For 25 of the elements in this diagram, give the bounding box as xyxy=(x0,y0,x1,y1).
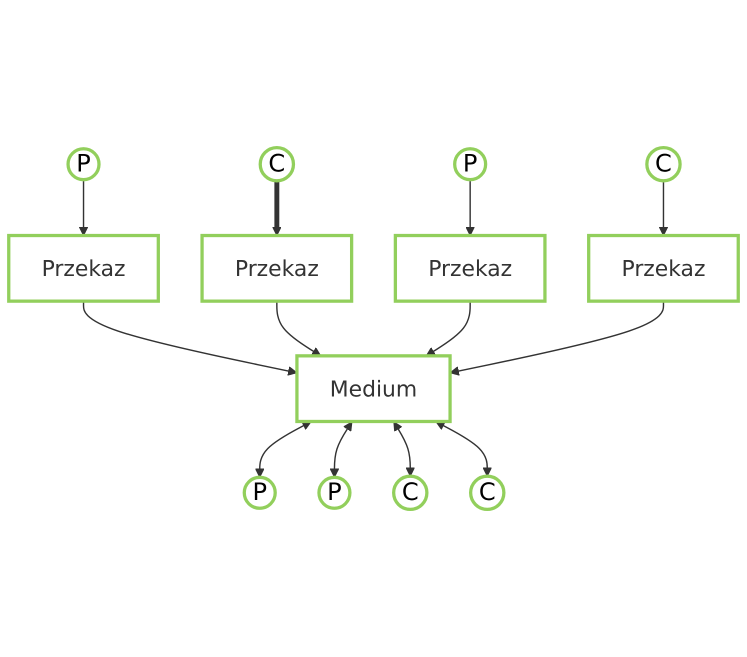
node-circle: C xyxy=(392,474,429,512)
node-circle: C xyxy=(645,146,682,182)
arrow xyxy=(465,180,475,236)
arrow xyxy=(330,421,352,478)
arrow xyxy=(272,180,282,236)
node-box: Przekaz xyxy=(587,234,740,303)
node-circle: C xyxy=(258,146,296,182)
node-circle: P xyxy=(66,147,101,182)
arrow xyxy=(78,180,88,236)
arrow xyxy=(436,421,492,477)
arrow xyxy=(276,301,322,356)
node-box: Przekaz xyxy=(7,234,160,303)
arrow xyxy=(450,301,664,376)
node-circle: P xyxy=(453,147,488,182)
node-box: Przekaz xyxy=(394,234,547,303)
arrow xyxy=(393,421,416,477)
node-circle: P xyxy=(317,476,352,510)
arrow xyxy=(254,421,312,478)
node-circle: C xyxy=(469,474,506,512)
node-box: Przekaz xyxy=(200,234,354,303)
arrow xyxy=(426,301,471,356)
node-box: Medium xyxy=(295,354,452,424)
arrow xyxy=(82,301,298,376)
arrow xyxy=(658,180,668,236)
node-circle: P xyxy=(242,476,277,510)
